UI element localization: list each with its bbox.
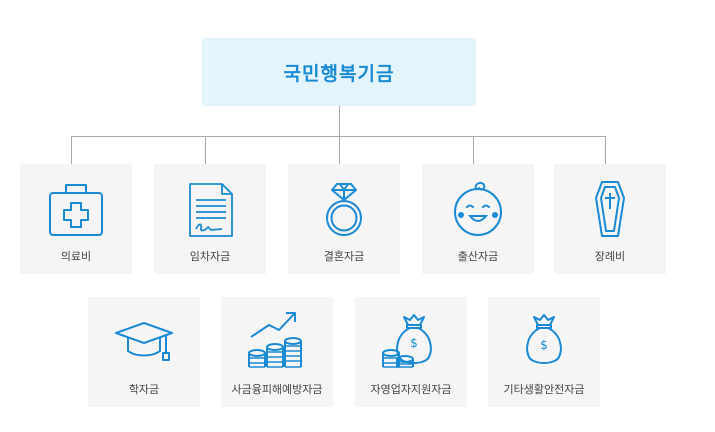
rising-coin-stacks-icon xyxy=(248,312,302,368)
category-label: 사금융피해예방자금 xyxy=(231,383,323,396)
money-bag-coins-icon: $ xyxy=(382,314,432,368)
category-card-self-employed[interactable]: $ 자영업자지원자금 xyxy=(355,297,467,407)
root-node: 국민행복기금 xyxy=(202,38,476,106)
contract-document-icon xyxy=(189,183,233,237)
category-label: 출산자금 xyxy=(457,250,499,263)
dollar-sign-icon: $ xyxy=(410,336,418,350)
graduation-cap-icon xyxy=(115,322,173,361)
medical-kit-icon xyxy=(49,184,103,236)
root-title: 국민행복기금 xyxy=(283,62,395,85)
category-card-funeral[interactable]: 장례비 xyxy=(554,164,666,274)
category-card-rent[interactable]: 임차자금 xyxy=(154,164,266,274)
category-card-medical[interactable]: 의료비 xyxy=(20,164,132,274)
category-label: 기타생활안전자금 xyxy=(503,383,585,396)
category-card-living-safety[interactable]: $ 기타생활안전자금 xyxy=(488,297,600,407)
category-label: 의료비 xyxy=(60,250,92,263)
category-label: 자영업자지원자금 xyxy=(370,383,452,396)
coffin-icon xyxy=(595,181,625,237)
category-card-loan-protection[interactable]: 사금융피해예방자금 xyxy=(221,297,333,407)
category-card-birth[interactable]: 출산자금 xyxy=(422,164,534,274)
category-card-tuition[interactable]: 학자금 xyxy=(88,297,200,407)
diamond-ring-icon xyxy=(326,183,362,236)
category-label: 결혼자금 xyxy=(323,250,365,263)
category-label: 임차자금 xyxy=(189,250,231,263)
category-label: 장례비 xyxy=(594,250,626,263)
category-card-wedding[interactable]: 결혼자금 xyxy=(288,164,400,274)
baby-face-icon xyxy=(454,181,502,236)
money-bag-icon: $ xyxy=(526,314,562,364)
dollar-sign-icon: $ xyxy=(540,338,548,352)
category-label: 학자금 xyxy=(128,383,160,396)
